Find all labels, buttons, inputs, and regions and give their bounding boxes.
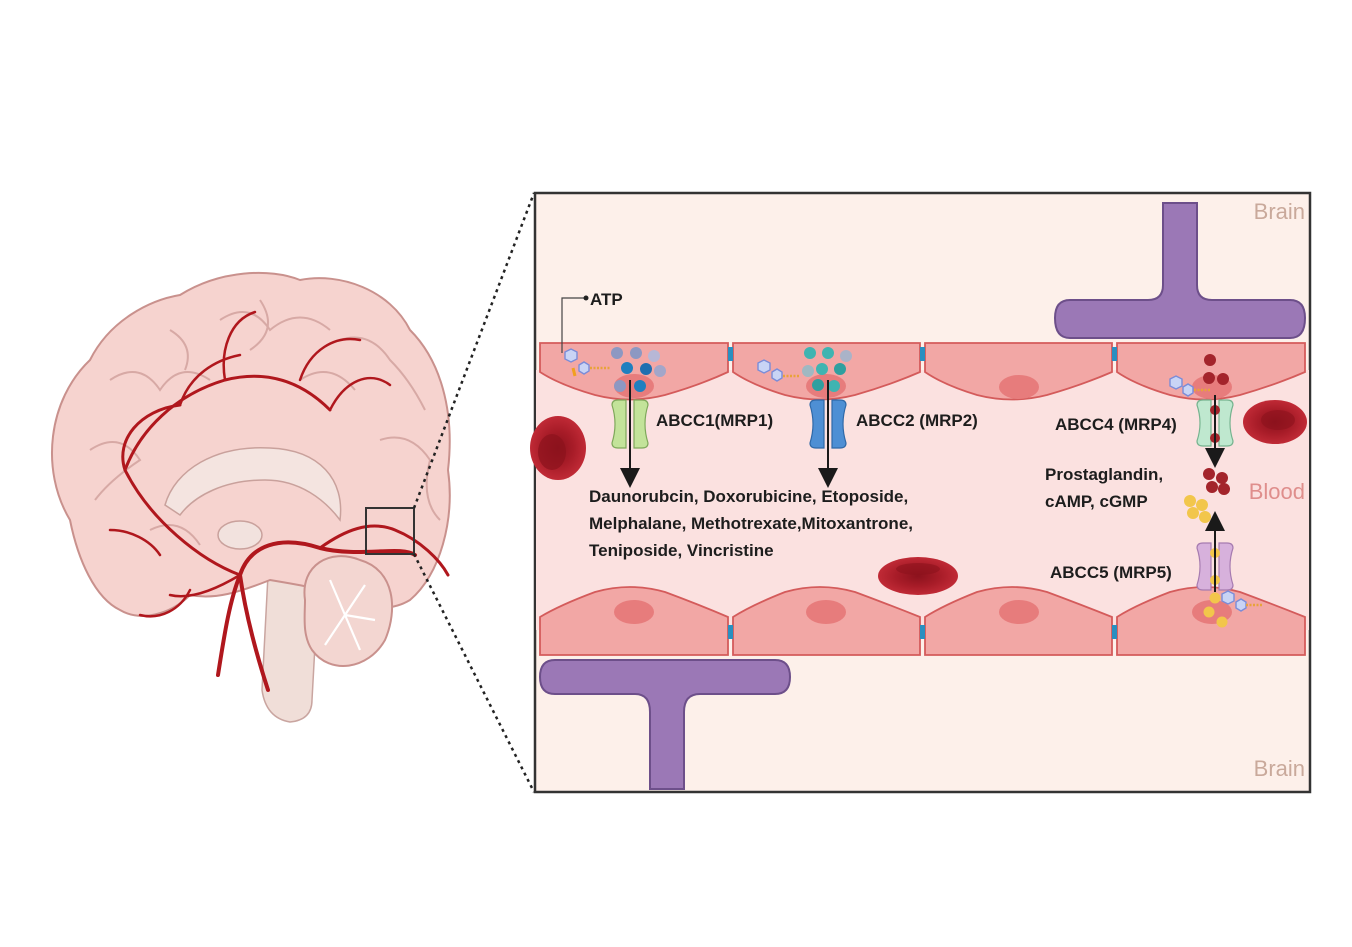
- tight-junction: [920, 347, 925, 361]
- abcc2-label: ABCC2 (MRP2): [856, 411, 978, 430]
- abcc2-transporter: [809, 399, 847, 449]
- red-blood-cells: [530, 400, 1307, 595]
- zoom-panel: Brain Brain Blood ATP ABCC1(MRP1) ABCC2 …: [530, 191, 1312, 794]
- drug-substrates-line-3: Teniposide, Vincristine: [589, 541, 774, 560]
- nucleus: [999, 600, 1039, 624]
- corpus-callosum: [164, 447, 342, 522]
- cerebral-arteries: [108, 310, 450, 692]
- nucleus: [999, 375, 1039, 399]
- blood-label: Blood: [1249, 479, 1305, 504]
- abcc5-substrate-cluster: [1184, 495, 1228, 628]
- signal-substrates-line-1: Prostaglandin,: [1045, 465, 1163, 484]
- atp-molecule-icon: [564, 348, 610, 377]
- tight-junction: [728, 625, 733, 639]
- signal-substrates-line-2: cAMP, cGMP: [1045, 492, 1148, 511]
- abcc2-substrate-cluster: [802, 347, 852, 392]
- endothelial-layer-bottom: [539, 586, 1306, 656]
- abcc1-transporter: [611, 399, 649, 449]
- zoom-guide-bottom: [412, 553, 536, 793]
- tight-junction: [728, 347, 733, 361]
- abcc1-label: ABCC1(MRP1): [656, 411, 773, 430]
- atp-molecule-icon: [757, 359, 800, 382]
- brain-top-label: Brain: [1254, 199, 1305, 224]
- red-blood-cell: [878, 557, 958, 595]
- abcc1-substrate-cluster: [611, 347, 666, 392]
- prostaglandin-camp-cgmp-cluster: [1203, 468, 1230, 495]
- astrocyte-bottom: [538, 659, 792, 790]
- thalamus: [217, 520, 263, 550]
- abcc4-transporter: [1196, 399, 1234, 447]
- nucleus: [614, 600, 654, 624]
- atp-molecule-icon: [1169, 375, 1210, 397]
- endothelial-cell: [924, 342, 1113, 401]
- atp-pointer: [561, 295, 589, 353]
- abcc5-label: ABCC5 (MRP5): [1050, 563, 1172, 582]
- drug-substrates-line-2: Melphalane, Methotrexate,Mitoxantrone,: [589, 514, 913, 533]
- tight-junction: [920, 625, 925, 639]
- brain-illustration: [51, 271, 451, 723]
- abcc4-substrate-cluster: [1203, 354, 1229, 385]
- nucleus: [806, 600, 846, 624]
- drug-substrates-line-1: Daunorubcin, Doxorubicine, Etoposide,: [589, 487, 908, 506]
- arbor-vitae: [324, 579, 376, 651]
- gyri-folds: [89, 299, 441, 546]
- endothelial-cell: [1116, 342, 1306, 401]
- brain-bottom-label: Brain: [1254, 756, 1305, 781]
- tight-junction: [1112, 347, 1117, 361]
- magnified-region-box: [365, 507, 415, 555]
- cerebrum: [51, 271, 451, 617]
- abcc5-transporter: [1196, 542, 1234, 591]
- endothelial-cell: [539, 342, 729, 401]
- tight-junction: [1112, 625, 1117, 639]
- red-blood-cell: [538, 434, 566, 470]
- atp-molecule-icons: [564, 348, 1262, 612]
- red-blood-cell: [1261, 410, 1295, 430]
- atp-label: ATP: [590, 290, 623, 309]
- atp-molecule-icon: [1221, 590, 1262, 612]
- red-blood-cell: [896, 563, 940, 575]
- zoom-guide-top: [412, 192, 536, 509]
- astrocyte-top: [1053, 202, 1307, 339]
- abcc4-label: ABCC4 (MRP4): [1055, 415, 1177, 434]
